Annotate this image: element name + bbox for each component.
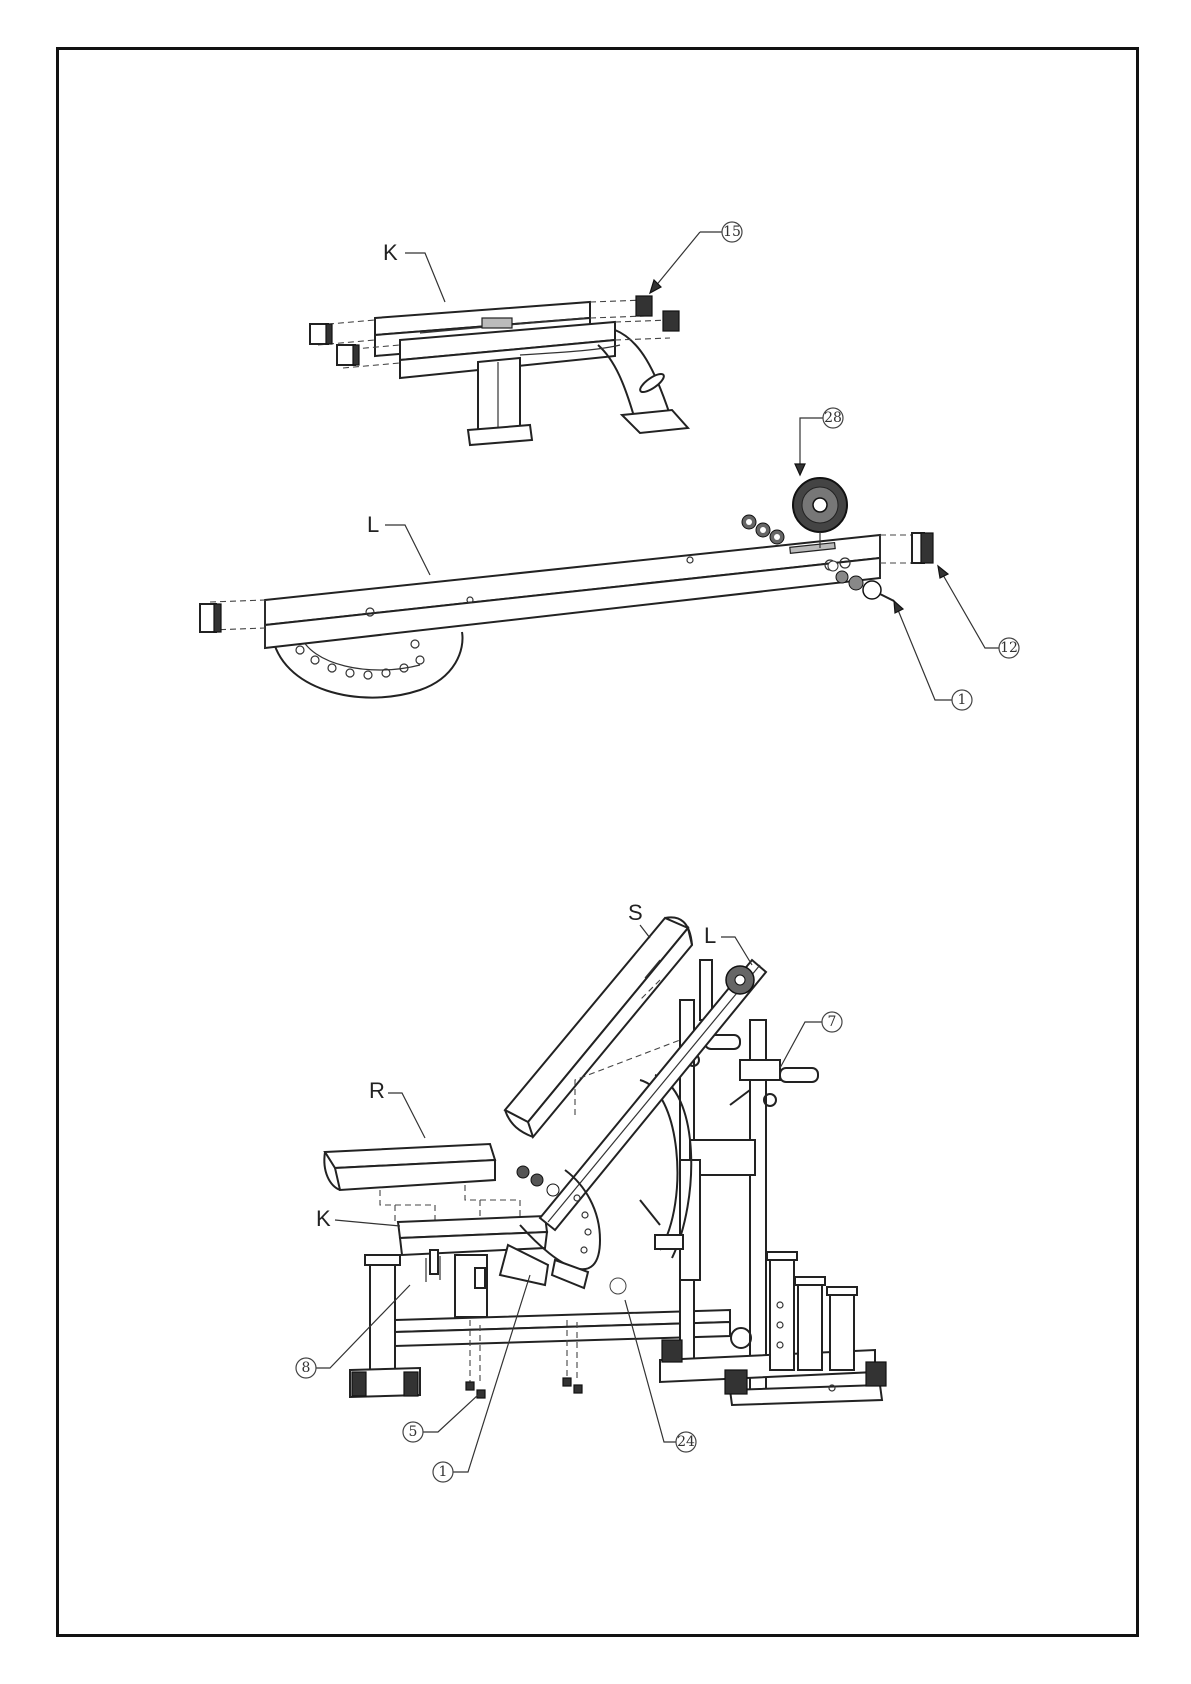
bar-l-label-2: L — [704, 923, 716, 948]
bar-l-part — [200, 533, 933, 698]
arc-holes — [296, 640, 424, 679]
callout-5-text: 5 — [409, 1424, 418, 1440]
callout-1-fig2-text: 1 — [439, 1464, 448, 1480]
callout-7-text: 7 — [828, 1014, 837, 1030]
callout-1-text: 1 — [958, 692, 967, 708]
frame-k-label: K — [383, 240, 398, 265]
callout-end-cap-12: 12 — [938, 566, 1019, 658]
callout-bolt-1: 1 — [894, 601, 972, 710]
callout-24-text: 24 — [677, 1434, 695, 1450]
seat-pad-r-label: R — [369, 1078, 385, 1103]
figure-2: R S L K 7 8 5 1 — [296, 900, 886, 1482]
nut-washer-set — [742, 515, 784, 544]
callout-12-text: 12 — [1000, 640, 1018, 656]
callout-8-text: 8 — [302, 1360, 311, 1376]
bar-l-label: L — [367, 512, 379, 537]
seat-pad-part — [324, 1144, 495, 1190]
callout-weight-28: 28 — [795, 408, 843, 475]
frame-k-label-2: K — [316, 1206, 331, 1231]
callout-nut-5: 5 — [403, 1395, 478, 1442]
callout-pin-7: 7 — [780, 1012, 842, 1068]
callout-15-text: 15 — [723, 224, 741, 240]
figure-1: K 15 — [200, 222, 1019, 710]
callout-28-text: 28 — [824, 410, 842, 426]
weight-plate-part — [793, 478, 847, 548]
frame-k-part — [310, 296, 688, 445]
back-pad-s-label: S — [628, 900, 643, 925]
callout-end-cap-15: 15 — [650, 222, 742, 293]
